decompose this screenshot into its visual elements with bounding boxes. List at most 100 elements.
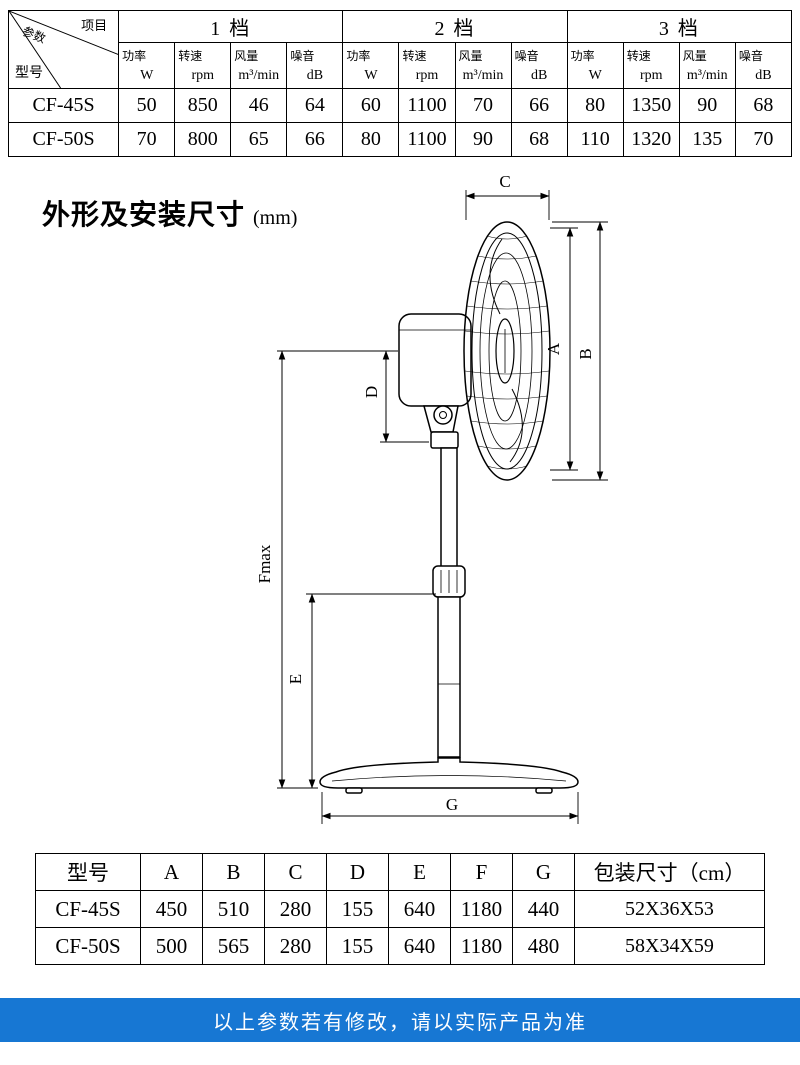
dim-header-g: G xyxy=(512,853,575,891)
spec-value: 110 xyxy=(566,122,624,157)
spec-corner-cell: 参数 项目 型号 xyxy=(7,10,120,89)
metric-header-speed-3: 转速 rpm xyxy=(622,42,680,89)
metric-header-power-1: 功率 W xyxy=(118,42,176,89)
spec-value: 46 xyxy=(230,88,288,123)
spec-value: 800 xyxy=(174,122,232,157)
dim-label-b: B xyxy=(576,348,595,359)
installation-dimension-table: 型号 A B C D E F G 包装尺寸（cm） CF-45S 450 510… xyxy=(35,853,765,965)
metric-name: 功率 xyxy=(122,49,147,64)
dimension-lines xyxy=(278,192,604,820)
spec-row-cf50s: CF-50S 70 800 65 66 80 1100 90 68 110 13… xyxy=(7,122,793,157)
metric-name: 转速 xyxy=(626,49,651,64)
gear-3-header: 3 档 xyxy=(566,10,793,43)
footer-notice-bar: 以上参数若有修改，请以实际产品为准 xyxy=(0,998,800,1042)
dim-value: 280 xyxy=(264,927,327,965)
metric-name: 噪音 xyxy=(738,49,763,64)
metric-name: 风量 xyxy=(458,49,483,64)
spec-value: 70 xyxy=(118,122,176,157)
dim-value: 640 xyxy=(388,890,451,928)
spec-value: 66 xyxy=(510,88,568,123)
gear-2-header: 2 档 xyxy=(342,10,568,43)
spec-value: 68 xyxy=(510,122,568,157)
spec-value: 60 xyxy=(342,88,400,123)
corner-label-item: 项目 xyxy=(81,18,108,33)
dim-header-f: F xyxy=(450,853,513,891)
corner-label-model: 型号 xyxy=(15,66,43,81)
spec-gear-header-row: 参数 项目 型号 1 档 2 档 3 档 xyxy=(7,10,793,89)
dim-value: 1180 xyxy=(450,927,513,965)
metric-unit: W xyxy=(140,67,154,83)
metric-unit: m³/min xyxy=(686,67,728,83)
spec-value: 70 xyxy=(454,88,512,123)
corner-diagonal-lines xyxy=(9,11,118,88)
spec-value: 70 xyxy=(734,122,793,157)
metric-name: 功率 xyxy=(346,49,371,64)
spec-value: 1100 xyxy=(398,122,456,157)
metric-header-noise-1: 噪音 dB xyxy=(286,42,344,89)
dim-value: 450 xyxy=(140,890,203,928)
dim-value: 155 xyxy=(326,927,389,965)
metric-header-noise-3: 噪音 dB xyxy=(734,42,793,89)
gear-1-header: 1 档 xyxy=(118,10,344,43)
metric-name: 功率 xyxy=(570,49,595,64)
diagram-title: 外形及安装尺寸 (mm) xyxy=(42,193,297,233)
diagram-title-text: 外形及安装尺寸 xyxy=(42,199,246,230)
metric-unit: rpm xyxy=(191,67,215,83)
dim-value: 440 xyxy=(512,890,575,928)
metric-unit: rpm xyxy=(639,67,663,83)
dim-header-c: C xyxy=(264,853,327,891)
spec-value: 80 xyxy=(566,88,624,123)
metric-unit: dB xyxy=(530,67,548,83)
footer-notice-text: 以上参数若有修改，请以实际产品为准 xyxy=(213,1011,587,1034)
metric-unit: m³/min xyxy=(238,67,280,83)
dim-table-header-row: 型号 A B C D E F G 包装尺寸（cm） xyxy=(35,853,765,891)
dim-header-b: B xyxy=(202,853,265,891)
dim-header-model: 型号 xyxy=(35,853,141,891)
spec-value: 1350 xyxy=(622,88,680,123)
dim-row-cf45s: CF-45S 450 510 280 155 640 1180 440 52X3… xyxy=(35,890,765,928)
dim-value: 500 xyxy=(140,927,203,965)
dim-value: 510 xyxy=(202,890,265,928)
dim-header-d: D xyxy=(326,853,389,891)
dim-value: 565 xyxy=(202,927,265,965)
dim-label-fmax: Fmax xyxy=(255,544,274,583)
dimension-diagram-section: 外形及安装尺寸 (mm) xyxy=(0,157,800,851)
spec-value: 66 xyxy=(286,122,344,157)
model-name: CF-45S xyxy=(35,890,141,928)
spec-row-cf45s: CF-45S 50 850 46 64 60 1100 70 66 80 135… xyxy=(7,88,793,123)
metric-name: 噪音 xyxy=(290,49,315,64)
metric-unit: dB xyxy=(755,67,772,83)
spec-value: 1100 xyxy=(398,88,456,123)
spec-value: 135 xyxy=(678,122,736,157)
metric-header-speed-1: 转速 rpm xyxy=(174,42,232,89)
dim-value: 280 xyxy=(264,890,327,928)
spec-value: 64 xyxy=(286,88,344,123)
spec-value: 80 xyxy=(342,122,400,157)
dim-value: 155 xyxy=(326,890,389,928)
dim-label-e: E xyxy=(286,674,305,684)
metric-name: 转速 xyxy=(178,49,203,64)
fan-technical-drawing: C A B D Fmax E G xyxy=(255,172,608,824)
spec-value: 1320 xyxy=(622,122,680,157)
metric-unit: rpm xyxy=(415,67,439,83)
dim-label-c: C xyxy=(499,172,510,191)
dim-value: 480 xyxy=(512,927,575,965)
spec-value: 68 xyxy=(734,88,793,123)
spec-value: 90 xyxy=(454,122,512,157)
fan-head-grill xyxy=(463,221,551,481)
spec-value: 50 xyxy=(118,88,176,123)
dim-row-cf50s: CF-50S 500 565 280 155 640 1180 480 58X3… xyxy=(35,927,765,965)
metric-name: 噪音 xyxy=(514,49,539,64)
metric-unit: dB xyxy=(306,67,324,83)
fan-grill-wires xyxy=(464,235,550,470)
dim-header-a: A xyxy=(140,853,203,891)
spec-sheet-page: { "spec_table": { "corner": { "param": "… xyxy=(0,10,800,1065)
package-size: 58X34X59 xyxy=(574,927,765,965)
diagram-title-unit: (mm) xyxy=(253,207,298,229)
